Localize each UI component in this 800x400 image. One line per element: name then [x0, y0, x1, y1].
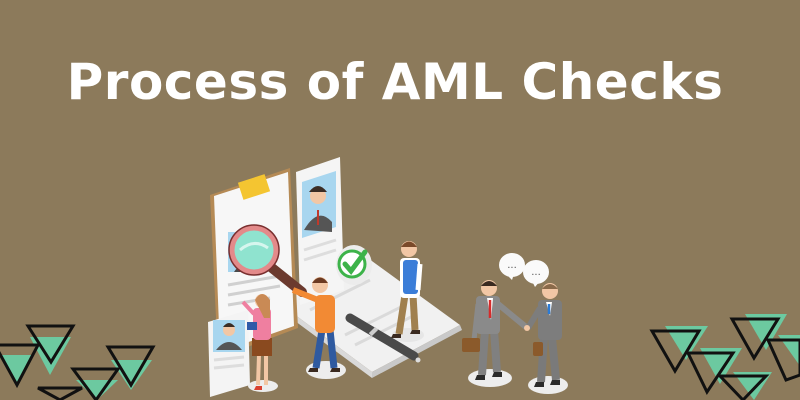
check-mark-icon — [336, 245, 372, 285]
person-orange-shirt — [291, 277, 346, 379]
speech-bubble-left: ... — [499, 253, 525, 280]
pen-icon — [345, 313, 421, 363]
page-title: Process of AML Checks — [0, 52, 800, 112]
person-woman — [241, 294, 278, 392]
svg-text:...: ... — [531, 267, 541, 278]
triangle-decoration-left — [0, 324, 156, 400]
triangle-decoration-right — [649, 314, 800, 400]
speech-bubble-right: ... — [523, 260, 549, 287]
person-blue-vest — [391, 241, 424, 342]
businessman-right — [524, 283, 568, 394]
title-text: Process of AML Checks — [66, 53, 724, 111]
magnifying-glass-icon — [228, 224, 307, 297]
businessman-left — [462, 280, 528, 387]
svg-text:...: ... — [507, 260, 517, 271]
profile-card-small — [208, 310, 250, 397]
profile-card — [296, 157, 344, 305]
